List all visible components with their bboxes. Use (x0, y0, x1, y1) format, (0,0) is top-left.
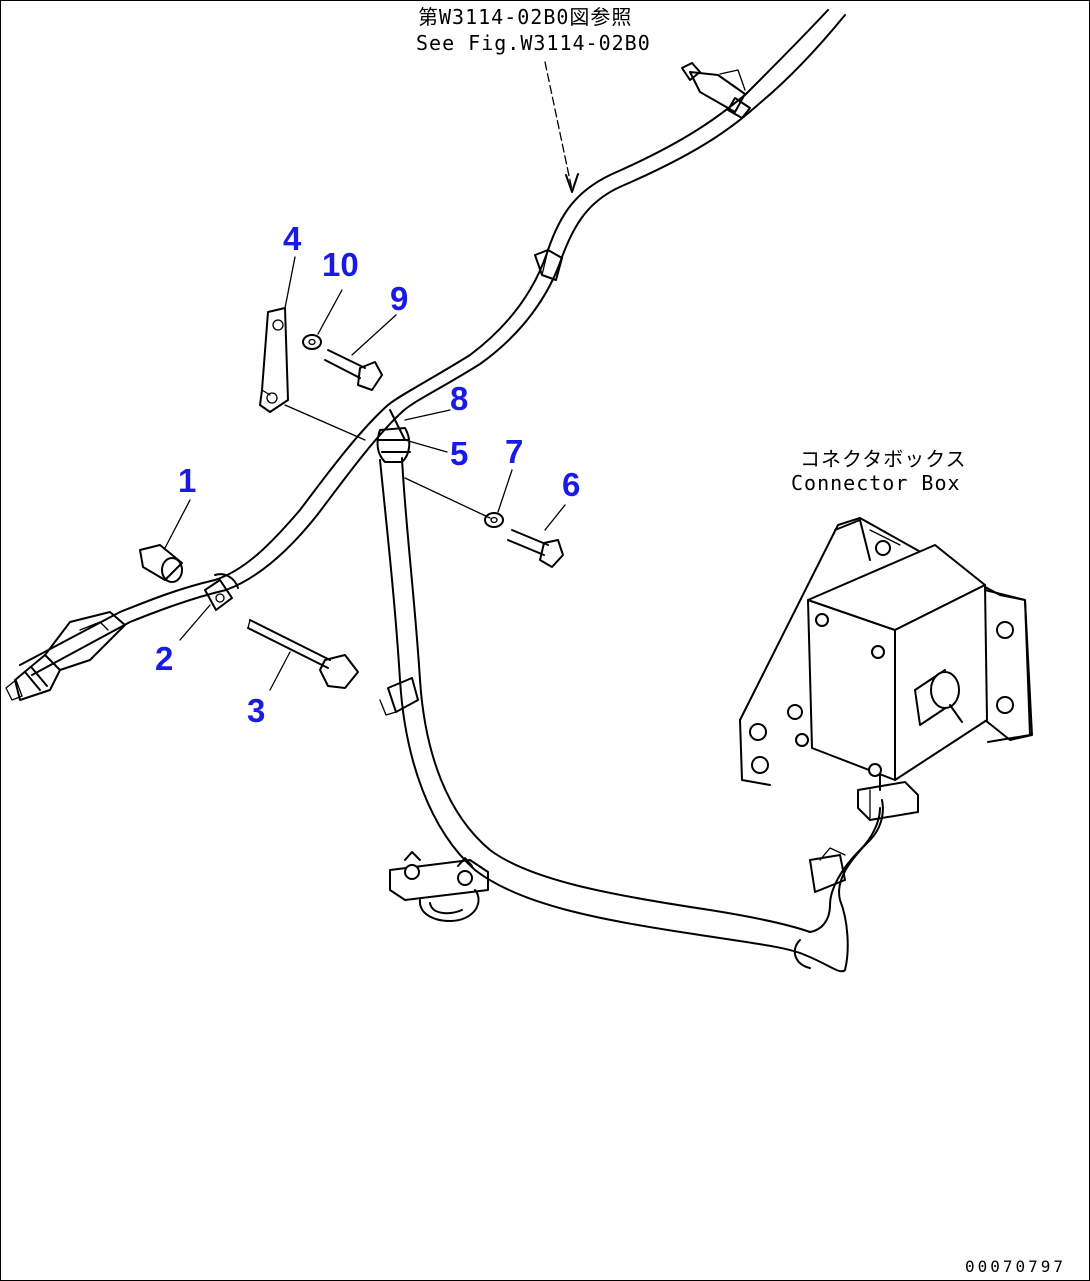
callout-4[interactable]: 4 (283, 220, 302, 257)
ground-bracket (389, 851, 489, 922)
part-6-bolt (507, 529, 564, 568)
left-connector (5, 611, 126, 701)
part-3-bolt (247, 619, 359, 689)
assembly-lines (284, 404, 491, 519)
connector-box-label-en: Connector Box (791, 471, 961, 495)
part-7-washer (484, 512, 504, 528)
callout-leaders (164, 61, 579, 691)
callout-8[interactable]: 8 (450, 380, 468, 417)
part-10-washer (302, 334, 322, 350)
branch-clip (379, 677, 419, 716)
box-harness (793, 799, 884, 973)
main-harness-upper (19, 9, 846, 676)
top-connector (681, 62, 751, 119)
part-2-clamp (204, 573, 239, 611)
callout-2[interactable]: 2 (155, 640, 173, 677)
callout-7[interactable]: 7 (505, 433, 523, 470)
callout-10[interactable]: 10 (322, 246, 359, 283)
part-1-spacer (139, 544, 183, 583)
reference-note-en: See Fig.W3114-02B0 (416, 31, 651, 55)
figure-number: 00070797 (965, 1257, 1066, 1276)
callout-1[interactable]: 1 (178, 462, 196, 499)
harness-branch (376, 409, 811, 956)
upper-clip (534, 249, 563, 281)
reference-note-jp: 第W3114-02B0図参照 (418, 5, 632, 29)
part-4-bracket (259, 307, 289, 413)
callout-3[interactable]: 3 (247, 692, 265, 729)
part-9-bolt (324, 349, 383, 391)
connector-box (739, 517, 1033, 821)
callout-6[interactable]: 6 (562, 466, 580, 503)
connector-box-label-jp: コネクタボックス (800, 447, 967, 471)
callout-9[interactable]: 9 (390, 280, 408, 317)
callout-5[interactable]: 5 (450, 435, 468, 472)
